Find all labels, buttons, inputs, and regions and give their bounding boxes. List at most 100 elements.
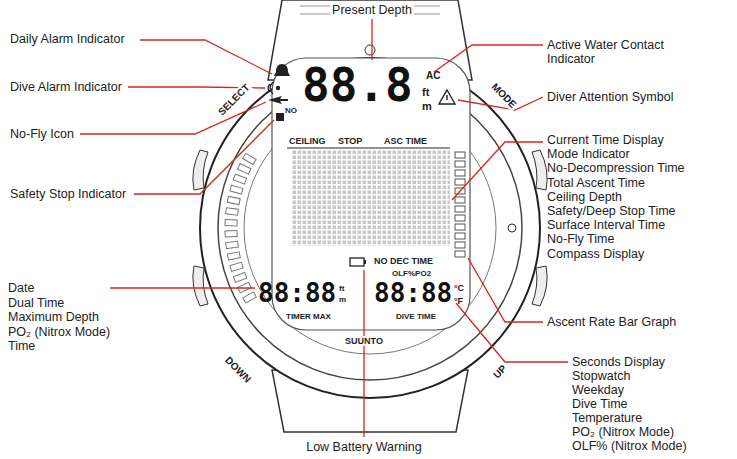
attention-triangle: [439, 90, 455, 104]
callout-label: Safety/Deep Stop Time: [547, 204, 676, 218]
callout-label: Ascent Rate Bar Graph: [547, 315, 676, 329]
display-rule: [287, 148, 450, 149]
callout-label: PO₂ (Nitrox Mode): [572, 425, 674, 439]
callout-label: Safety Stop Indicator: [10, 187, 126, 201]
bezel-segment: [227, 196, 240, 204]
mode-button: [532, 150, 547, 190]
case-screw: [365, 45, 375, 55]
callout-label: Current Time Display: [547, 133, 664, 147]
bezel-segment: [230, 185, 243, 194]
bar-segment: [455, 215, 465, 221]
callout-label: Date: [8, 281, 34, 295]
callout-label: Active Water Contact Indicator: [547, 38, 675, 67]
bezel-segment: [226, 208, 239, 215]
callout-label: Daily Alarm Indicator: [10, 32, 125, 46]
button-label: MODE: [488, 80, 520, 112]
watch-text: ft: [422, 86, 429, 99]
dive-alarm-icon: [268, 82, 273, 94]
alarm-bell-icon: [274, 64, 290, 76]
leader-line: [456, 303, 568, 362]
watch-text: ft: [339, 284, 344, 293]
dive-alarm-icon: [276, 86, 280, 90]
segment-digits: 88:88: [258, 280, 336, 306]
callout-label: Dive Alarm Indicator: [10, 80, 122, 94]
dot-matrix: [292, 150, 450, 246]
bezel-segment: [233, 272, 246, 282]
leader-line: [134, 120, 274, 194]
callout-label: Mode Indicator: [547, 147, 630, 161]
callout-label: Total Ascent Time: [547, 176, 645, 190]
bar-segment: [455, 179, 465, 185]
watch-text: CEILING: [289, 136, 326, 146]
leader-line: [452, 142, 543, 200]
bar-segment: [455, 233, 465, 239]
bezel-segment: [237, 164, 250, 175]
watch-text: DIVE TIME: [396, 312, 436, 321]
bar-segment: [455, 152, 465, 158]
select-button: [193, 150, 208, 190]
watch-text: AC: [426, 70, 440, 82]
watch-text: TIMER MAX: [286, 312, 331, 321]
leader-line: [434, 45, 543, 72]
segment-digits: 88:88: [374, 280, 452, 306]
callout-label: OLF% (Nitrox Mode): [572, 439, 687, 453]
watch-text: m: [339, 295, 346, 304]
callout-label: PO₂ (Nitrox Mode): [8, 325, 110, 339]
leader-line: [468, 258, 543, 322]
callout-label: No-Fly Icon: [10, 127, 74, 141]
battery-icon: [350, 258, 364, 266]
callout-label: Ceiling Depth: [547, 190, 622, 204]
bar-segment: [455, 197, 465, 203]
bezel-segment: [225, 219, 237, 225]
attention-triangle: [446, 95, 447, 100]
leader-line: [371, 19, 372, 60]
bezel-segment: [230, 262, 243, 271]
bezel-segments: [225, 153, 256, 303]
callout-label: No-Decompression Time: [547, 161, 685, 175]
leader-line: [363, 270, 364, 437]
watch-text: °C: [454, 283, 464, 293]
leader-line: [80, 102, 266, 134]
bar-segment: [455, 206, 465, 212]
bezel-segment: [225, 231, 237, 237]
watch-text: NO DEC TIME: [374, 256, 433, 266]
bezel-segment: [243, 292, 256, 303]
button-label: DOWN: [221, 353, 254, 386]
bezel-segment: [233, 174, 246, 184]
callout-label: Maximum Depth: [8, 310, 99, 324]
leader-line: [140, 40, 272, 74]
down-button: [193, 266, 208, 306]
callout-label: Low Battery Warning: [306, 440, 422, 454]
watch-text: °F: [454, 296, 463, 306]
callout-label: Diver Attention Symbol: [547, 90, 673, 104]
watch-text: OLF%PO2: [392, 269, 431, 278]
callout-label: Surface Interval Time: [547, 218, 665, 232]
segment-digits: 88.8: [302, 62, 413, 108]
case-screw: [508, 224, 516, 232]
callout-label: Seconds Display: [572, 355, 665, 369]
callout-label: Dive Time: [572, 397, 628, 411]
callout-label: Time: [8, 339, 35, 353]
leader-line: [110, 287, 255, 288]
bar-segment: [455, 170, 465, 176]
brand-logo: SUUNTO: [343, 336, 385, 346]
watch-text: ASC TIME: [384, 136, 427, 146]
ascent-rate-bars: [455, 152, 465, 257]
callout-label: No-Fly Time: [547, 232, 614, 246]
button-label: UP: [490, 361, 511, 382]
callout-label: Stopwatch: [572, 369, 630, 383]
bezel-segment: [226, 241, 239, 248]
battery-icon: [364, 260, 366, 264]
bezel-segment: [227, 252, 240, 260]
callout-label: Dual Time: [8, 296, 64, 310]
bar-segment: [455, 161, 465, 167]
bar-segment: [455, 251, 465, 257]
bar-segment: [455, 224, 465, 230]
watch-text: m: [422, 100, 432, 113]
up-button: [532, 266, 547, 306]
no-fly-icon: [268, 96, 288, 104]
callout-label: Temperature: [572, 411, 642, 425]
watch-text: NO: [285, 106, 297, 115]
bar-segment: [455, 242, 465, 248]
